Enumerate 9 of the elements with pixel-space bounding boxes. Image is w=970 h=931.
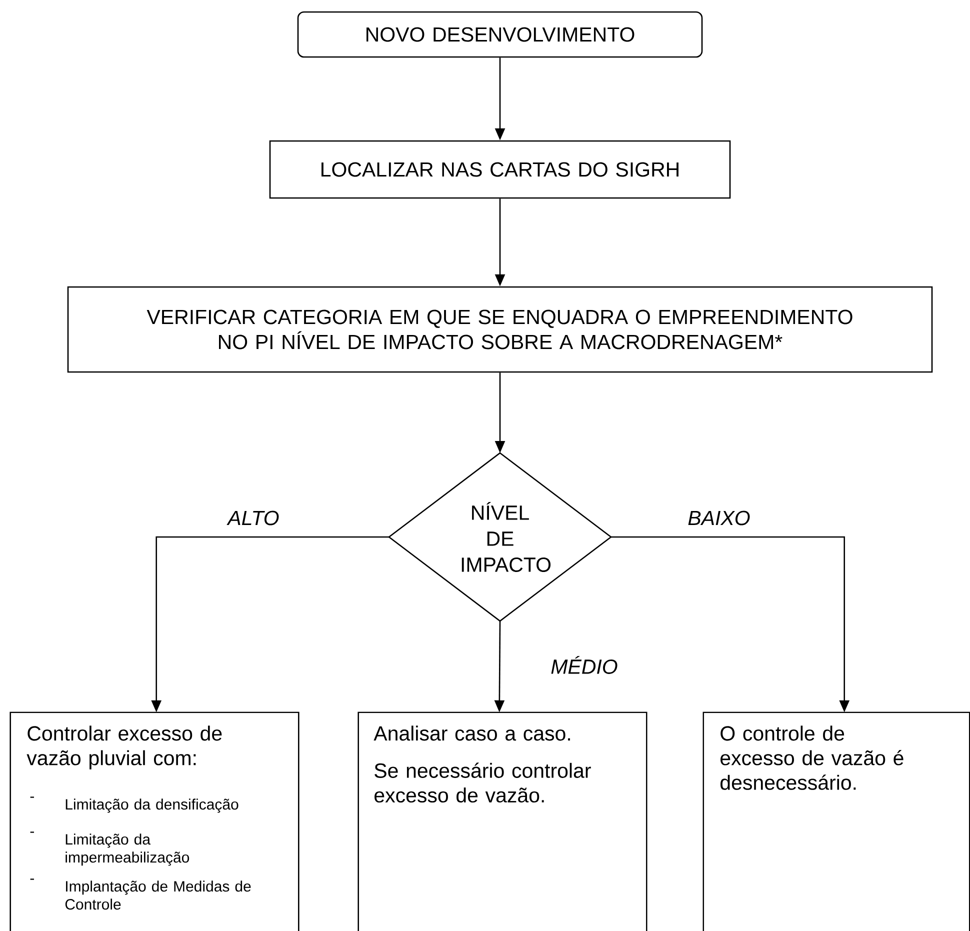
edge-label: BAIXO (686, 510, 752, 526)
text-box: Analisar caso a caso. Se necessário controlar excesso de vazão. (358, 712, 648, 931)
text-box: Controlar excesso de vazão pluvial com: - Limitação da densificação - Limitação da impermeabilização - Implantação de Medidas de Controle (10, 712, 300, 931)
text-box: O controle de excesso de vazão é desnecessário. (702, 712, 970, 931)
process-box: LOCALIZAR NAS CARTAS DO SIGRH (269, 140, 731, 199)
process-box: NOVO DESENVOLVIMENTO (297, 11, 703, 58)
edge-label: MÉDIO (550, 655, 619, 675)
process-box: VERIFICAR CATEGORIA EM QUE SE ENQUADRA O EMPREENDIMENTO NO PI NÍVEL DE IMPACTO SOBRE A MACRODRENAGEM* (67, 286, 933, 373)
edge-label: ALTO (226, 510, 280, 526)
